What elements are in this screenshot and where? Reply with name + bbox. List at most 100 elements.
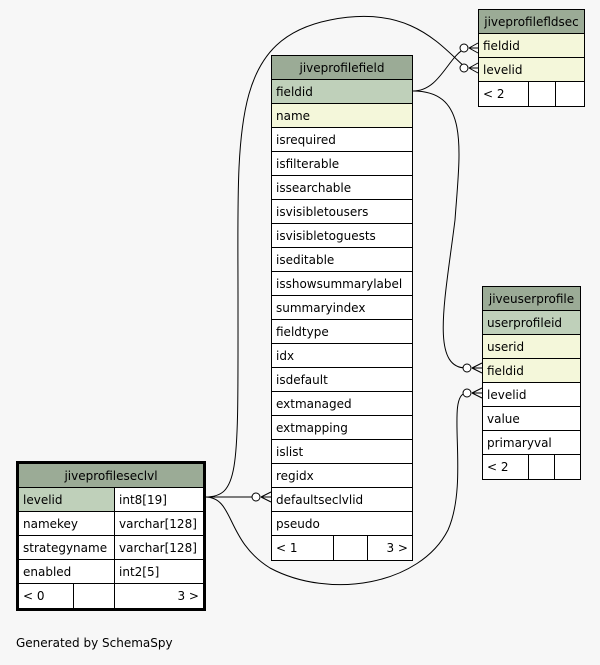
- footer-left[interactable]: < 1: [276, 541, 298, 555]
- column-row-userid[interactable]: userid: [483, 335, 580, 359]
- column-row-idx[interactable]: idx: [272, 344, 412, 368]
- table-footer: < 1 3 >: [272, 536, 412, 560]
- column-name: regidx: [276, 468, 314, 483]
- column-row-isrequired[interactable]: isrequired: [272, 128, 412, 152]
- column-name: strategyname: [23, 540, 108, 555]
- cardinality-circle: [459, 63, 469, 73]
- column-row-enabled[interactable]: enabled int2[5]: [19, 560, 203, 584]
- generated-by-text: Generated by SchemaSpy: [16, 636, 173, 650]
- footer-mid: [528, 455, 554, 479]
- cardinality-circle: [462, 388, 472, 398]
- column-name: namekey: [23, 516, 79, 531]
- column-row-userprofileid[interactable]: userprofileid: [483, 311, 580, 335]
- column-row-name[interactable]: name: [272, 104, 412, 128]
- column-name: fieldid: [487, 363, 524, 378]
- column-row-primaryval[interactable]: primaryval: [483, 431, 580, 455]
- crowfoot-mark: [260, 491, 272, 503]
- rel-userprofile-fieldid: [412, 90, 467, 369]
- column-row-pseudo[interactable]: pseudo: [272, 512, 412, 536]
- table-jiveprofileseclvl[interactable]: jiveprofileseclvl levelid int8[19] namek…: [16, 461, 206, 611]
- column-name: fieldtype: [276, 324, 329, 339]
- table-jiveuserprofile[interactable]: jiveuserprofile userprofileid userid fie…: [482, 286, 581, 480]
- column-name: levelid: [19, 488, 114, 511]
- column-name: userprofileid: [487, 315, 563, 330]
- column-row-fieldtype[interactable]: fieldtype: [272, 320, 412, 344]
- column-name: defaultseclvlid: [276, 492, 364, 507]
- column-row-fieldid[interactable]: fieldid: [479, 34, 584, 58]
- footer-mid: [528, 82, 555, 106]
- column-row-defaultseclvlid[interactable]: defaultseclvlid: [272, 488, 412, 512]
- table-header[interactable]: jiveprofilefldsec: [479, 10, 584, 34]
- table-title: jiveuserprofile: [488, 291, 575, 306]
- column-name: extmanaged: [276, 396, 352, 411]
- crowfoot-mark: [471, 387, 483, 399]
- column-name: enabled: [23, 564, 72, 579]
- column-row-islist[interactable]: islist: [272, 440, 412, 464]
- column-row-extmapping[interactable]: extmapping: [272, 416, 412, 440]
- crowfoot-mark: [468, 62, 479, 74]
- table-footer: < 0 3 >: [19, 584, 203, 608]
- column-type: varchar[128]: [114, 536, 203, 559]
- table-title: jiveprofilefldsec: [484, 14, 579, 29]
- rel-userprofile-levelid: [204, 392, 467, 586]
- column-type: int8[19]: [114, 488, 203, 511]
- column-row-summaryindex[interactable]: summaryindex: [272, 296, 412, 320]
- column-name: fieldid: [276, 84, 313, 99]
- column-name: isvisibletousers: [276, 204, 369, 219]
- table-footer: < 2: [483, 455, 580, 479]
- column-row-fieldid[interactable]: fieldid: [483, 359, 580, 383]
- footer-mid: [333, 536, 367, 560]
- column-row-levelid[interactable]: levelid int8[19]: [19, 488, 203, 512]
- footer-right[interactable]: [555, 82, 584, 106]
- column-row-isvisibletoguests[interactable]: isvisibletoguests: [272, 224, 412, 248]
- footer-right[interactable]: 3 >: [367, 536, 412, 560]
- column-name: userid: [487, 339, 525, 354]
- column-row-isshowsummarylabel[interactable]: isshowsummarylabel: [272, 272, 412, 296]
- table-jiveprofilefldsec[interactable]: jiveprofilefldsec fieldid levelid < 2: [478, 9, 585, 107]
- column-row-fieldid[interactable]: fieldid: [272, 80, 412, 104]
- column-row-issearchable[interactable]: issearchable: [272, 176, 412, 200]
- column-name: fieldid: [483, 38, 520, 53]
- column-name: islist: [276, 444, 304, 459]
- table-jiveprofilefield[interactable]: jiveprofilefield fieldid name isrequired…: [271, 55, 413, 561]
- column-row-value[interactable]: value: [483, 407, 580, 431]
- column-name: isfilterable: [276, 156, 340, 171]
- column-row-isvisibletousers[interactable]: isvisibletousers: [272, 200, 412, 224]
- column-name: extmapping: [276, 420, 348, 435]
- column-row-extmanaged[interactable]: extmanaged: [272, 392, 412, 416]
- column-name: isdefault: [276, 372, 328, 387]
- footer-right[interactable]: [554, 455, 580, 479]
- cardinality-circle: [462, 363, 472, 373]
- table-footer: < 2: [479, 82, 584, 106]
- table-header[interactable]: jiveprofilefield: [272, 56, 412, 80]
- rel-fldsec-fieldid: [412, 47, 467, 92]
- footer-left[interactable]: < 2: [483, 87, 505, 101]
- table-header[interactable]: jiveprofileseclvl: [19, 464, 203, 488]
- cardinality-circle: [459, 43, 469, 53]
- footer-mid: [73, 584, 114, 608]
- footer-left[interactable]: < 0: [23, 589, 45, 603]
- footer-left[interactable]: < 2: [487, 460, 509, 474]
- column-name: issearchable: [276, 180, 352, 195]
- column-name: isvisibletoguests: [276, 228, 376, 243]
- column-row-strategyname[interactable]: strategyname varchar[128]: [19, 536, 203, 560]
- footer-right[interactable]: 3 >: [114, 584, 203, 608]
- column-row-levelid[interactable]: levelid: [483, 383, 580, 407]
- crowfoot-mark: [471, 362, 483, 374]
- column-row-regidx[interactable]: regidx: [272, 464, 412, 488]
- column-name: iseditable: [276, 252, 335, 267]
- table-title: jiveprofileseclvl: [64, 468, 158, 483]
- column-name: summaryindex: [276, 300, 366, 315]
- crowfoot-mark: [468, 42, 479, 54]
- column-row-levelid[interactable]: levelid: [479, 58, 584, 82]
- rel-fldsec-levelid: [204, 15, 467, 498]
- column-row-isdefault[interactable]: isdefault: [272, 368, 412, 392]
- column-row-isfilterable[interactable]: isfilterable: [272, 152, 412, 176]
- column-name: isrequired: [276, 132, 336, 147]
- column-name: isshowsummarylabel: [276, 276, 403, 291]
- column-row-iseditable[interactable]: iseditable: [272, 248, 412, 272]
- column-name: pseudo: [276, 516, 320, 531]
- table-header[interactable]: jiveuserprofile: [483, 287, 580, 311]
- column-row-namekey[interactable]: namekey varchar[128]: [19, 512, 203, 536]
